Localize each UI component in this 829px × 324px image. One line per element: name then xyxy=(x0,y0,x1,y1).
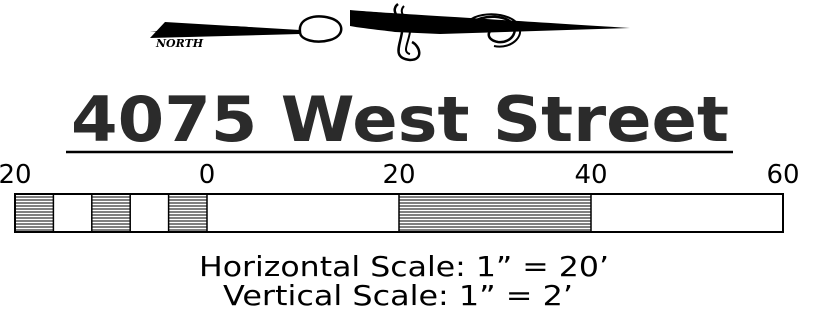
scale-bar-hatched-segment xyxy=(168,196,207,231)
scale-tick-label: 20 xyxy=(0,160,32,190)
north-arrow-shaft-icon xyxy=(150,22,300,38)
vertical-scale-note: Vertical Scale: 1” = 2’ xyxy=(223,279,573,312)
scale-bar-outline xyxy=(14,193,784,233)
north-arrow-icon: NORTH xyxy=(150,3,630,62)
scale-bar-hatched-segment xyxy=(399,196,591,231)
north-arrow-right-scroll-icon xyxy=(468,15,516,44)
scale-bar-hatched-segment xyxy=(91,196,131,231)
scale-bar-hatched-segment xyxy=(15,196,54,231)
scale-tick-label: 60 xyxy=(766,160,799,190)
horizontal-scale-note: Horizontal Scale: 1” = 20’ xyxy=(199,250,609,283)
north-arrow-center-scroll-inner-icon xyxy=(400,5,412,55)
north-arrow-left-scroll-icon xyxy=(298,15,343,43)
scale-tick-label: 0 xyxy=(199,160,216,190)
scale-tick-label: 20 xyxy=(382,160,415,190)
north-arrow-head-icon xyxy=(350,10,630,34)
north-label: NORTH xyxy=(155,37,204,50)
page-title: 4075 West Street xyxy=(71,83,729,156)
north-arrow-center-scroll-icon xyxy=(393,3,421,62)
north-arrow-right-scroll-outer-icon xyxy=(464,13,522,48)
scale-tick-label: 40 xyxy=(574,160,607,190)
scale-bar: 20 0 20 40 60 xyxy=(0,160,800,233)
